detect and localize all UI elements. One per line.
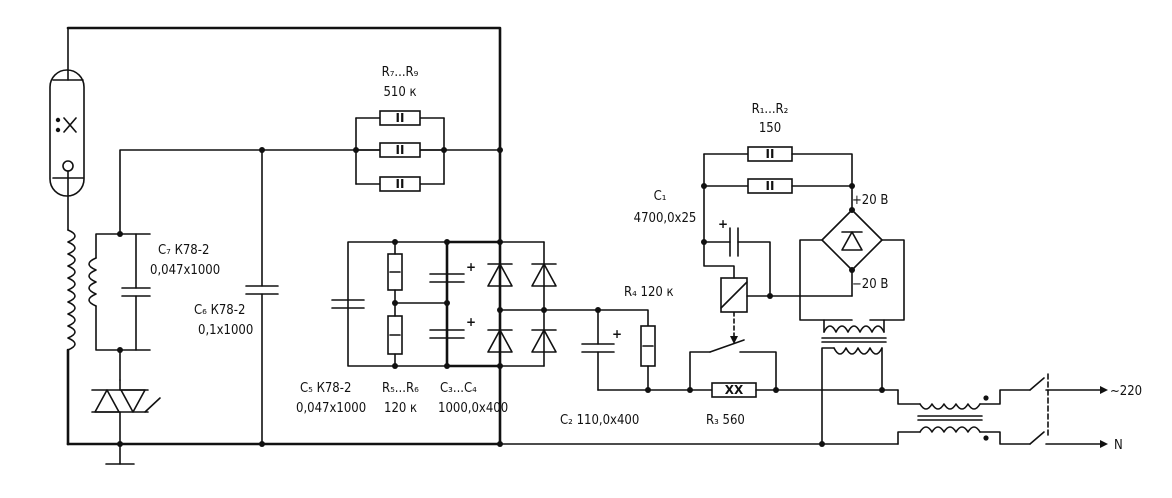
main-frame <box>66 26 502 446</box>
relay-coil <box>720 277 748 313</box>
label-r7-r9-ref: R₇...R₉ <box>382 65 419 80</box>
svg-text:II: II <box>396 177 405 191</box>
diode-bridge-small <box>799 207 905 321</box>
gas-discharge-lamp <box>49 27 85 231</box>
label-r1-r2-value: 150 <box>759 121 781 136</box>
label-v-neg: −20 В <box>852 277 888 292</box>
label-r3: R₃ 560 <box>706 413 745 428</box>
label-c6-value: 0,1x1000 <box>198 323 253 338</box>
svg-text:II: II <box>396 143 405 157</box>
label-c6-ref: C₆ К78-2 <box>194 303 245 318</box>
diode-bridge-main <box>487 239 557 369</box>
relay-contact <box>689 339 777 391</box>
label-c2: C₂ 110,0x400 <box>560 413 639 428</box>
label-r7-r9-value: 510 к <box>383 85 416 100</box>
svg-text:XX: XX <box>725 383 744 397</box>
label-c1-value: 4700,0x25 <box>634 211 697 226</box>
svg-text:+: + <box>612 327 622 341</box>
label-r5-r6-value: 120 к <box>384 401 417 416</box>
capacitor-c7 <box>121 233 151 351</box>
resistors-r1-r2: II II <box>701 146 855 211</box>
label-c3-c4-ref: C₃...C₄ <box>440 381 477 396</box>
label-v-pos: +20 В <box>852 193 888 208</box>
mains-switch <box>1029 373 1108 448</box>
resistors-r7-r9: II II II <box>353 110 503 192</box>
label-c5-ref: C₅ К78-2 <box>300 381 351 396</box>
label-c7-value: 0,047x1000 <box>150 263 220 278</box>
resistors-r5-r6 <box>387 239 403 369</box>
label-r4: R₄ 120 к <box>624 285 674 300</box>
svg-text:+: + <box>718 217 728 231</box>
label-neutral: N <box>1114 438 1123 453</box>
ballast-inductor <box>67 229 97 351</box>
resistor-r3: XX <box>687 382 779 398</box>
capacitor-c5 <box>331 299 365 309</box>
svg-text:+: + <box>466 260 476 274</box>
resistor-r4 <box>640 325 656 391</box>
label-ac-line: ~220 <box>1110 384 1142 399</box>
capacitor-c6 <box>245 147 279 447</box>
capacitors-c3-c4: + + <box>429 239 476 369</box>
svg-text:II: II <box>766 179 775 193</box>
label-c7-ref: C₇ К78-2 <box>158 243 209 258</box>
capacitor-c2: + <box>581 309 622 391</box>
svg-text:II: II <box>766 147 775 161</box>
capacitor-c1: + <box>701 217 771 297</box>
triac <box>91 379 161 465</box>
power-transformer <box>819 319 887 447</box>
line-filter-choke <box>897 389 1031 445</box>
svg-text:+: + <box>466 315 476 329</box>
svg-text:II: II <box>396 111 405 125</box>
label-c1-ref: C₁ <box>654 189 667 204</box>
label-c5-value: 0,047x1000 <box>296 401 366 416</box>
label-r5-r6-ref: R₅...R₆ <box>382 381 419 396</box>
label-r1-r2-ref: R₁...R₂ <box>752 102 789 117</box>
label-c3-c4-value: 1000,0x400 <box>438 401 508 416</box>
